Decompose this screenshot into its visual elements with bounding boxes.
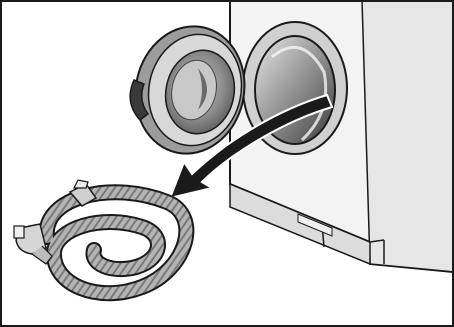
washing-machine-illustration	[2, 2, 452, 325]
water-hose	[14, 180, 186, 293]
